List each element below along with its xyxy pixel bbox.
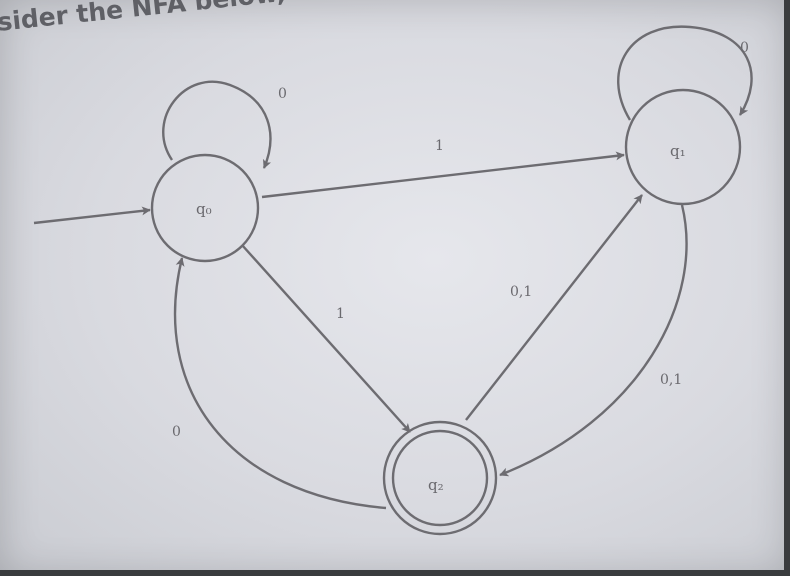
state-q1-label: q₁ (670, 142, 686, 160)
edge-q0-q0 (162, 80, 272, 169)
edge-q0-q1 (261, 151, 625, 199)
label-q0-q2: 1 (336, 306, 345, 322)
label-q2-q1: 0,1 (510, 284, 532, 300)
label-q2-q0: 0 (172, 424, 181, 440)
state-q0-label: q₀ (196, 200, 212, 218)
edge-q1-q2 (499, 204, 688, 477)
start-arrow (33, 206, 151, 225)
label-q1-q2: 0,1 (660, 372, 682, 388)
frame-edge-bottom (0, 570, 790, 576)
edge-q2-q0 (173, 257, 387, 510)
frame-edge-right (784, 0, 790, 576)
label-q0-q1: 1 (435, 138, 444, 154)
edge-q1-q1 (617, 25, 753, 121)
edge-q2-q1 (465, 194, 643, 421)
state-q1 (624, 88, 742, 206)
state-q0 (150, 153, 260, 263)
label-q1-q1: 0 (740, 40, 749, 56)
state-q2-label: q₂ (428, 476, 444, 494)
label-q0-q0: 0 (278, 86, 287, 102)
state-q2-outer (382, 420, 498, 536)
state-q2-inner (391, 429, 489, 527)
edge-q0-q2 (241, 244, 411, 433)
